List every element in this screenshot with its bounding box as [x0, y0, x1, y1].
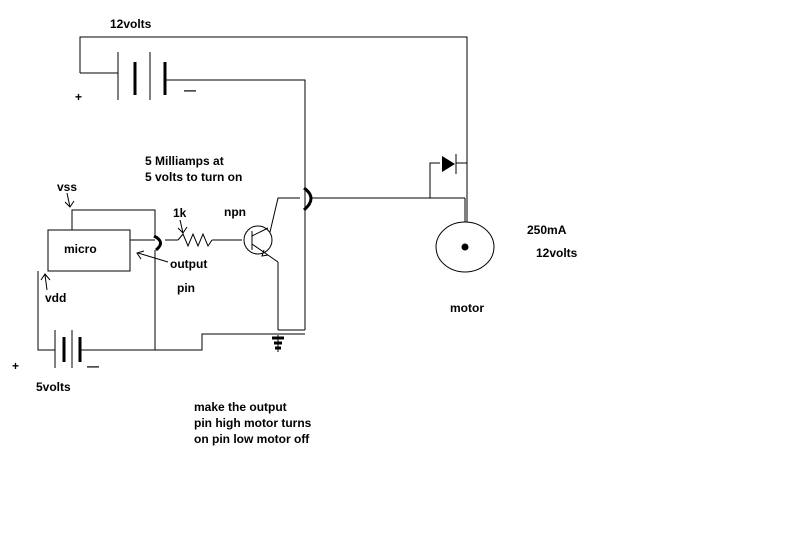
pin-label: pin: [177, 281, 195, 295]
battery-5v-symbol: [54, 330, 82, 368]
emitter-ground: [272, 262, 305, 352]
caption-line-3: on pin low motor off: [194, 432, 310, 446]
battery-12v-label: 12volts: [110, 17, 152, 31]
battery-12v-wiring: [79, 36, 468, 330]
motor-voltage-label: 12volts: [536, 246, 578, 260]
note-line-1: 5 Milliamps at: [145, 154, 224, 168]
resistor-label: 1k: [173, 206, 187, 220]
output-label: output: [170, 257, 207, 271]
caption-line-1: make the output: [194, 400, 287, 414]
npn-transistor: [243, 225, 279, 263]
vdd-label: vdd: [45, 291, 66, 305]
battery-5v-wiring: [37, 250, 305, 351]
micro-box: [47, 229, 131, 272]
battery-12v-minus: —: [184, 83, 196, 97]
motor-label: motor: [450, 301, 484, 315]
battery-5v-minus: —: [87, 359, 99, 373]
note-line-2: 5 volts to turn on: [145, 170, 242, 184]
motor-current-label: 250mA: [527, 223, 567, 237]
vss-label: vss: [57, 180, 77, 194]
vss-wire: [64, 192, 156, 235]
output-wire: [130, 219, 242, 263]
collector-wire: [269, 186, 466, 233]
battery-5v-plus: +: [12, 359, 19, 373]
micro-label: micro: [64, 242, 97, 256]
battery-5v-label: 5volts: [36, 380, 71, 394]
caption-line-2: pin high motor turns: [194, 416, 312, 430]
battery-12v-symbol: [117, 52, 172, 100]
motor-symbol: [435, 221, 495, 273]
battery-12v-plus: +: [75, 90, 82, 104]
npn-label: npn: [224, 205, 246, 219]
diode-symbol: [429, 154, 467, 198]
